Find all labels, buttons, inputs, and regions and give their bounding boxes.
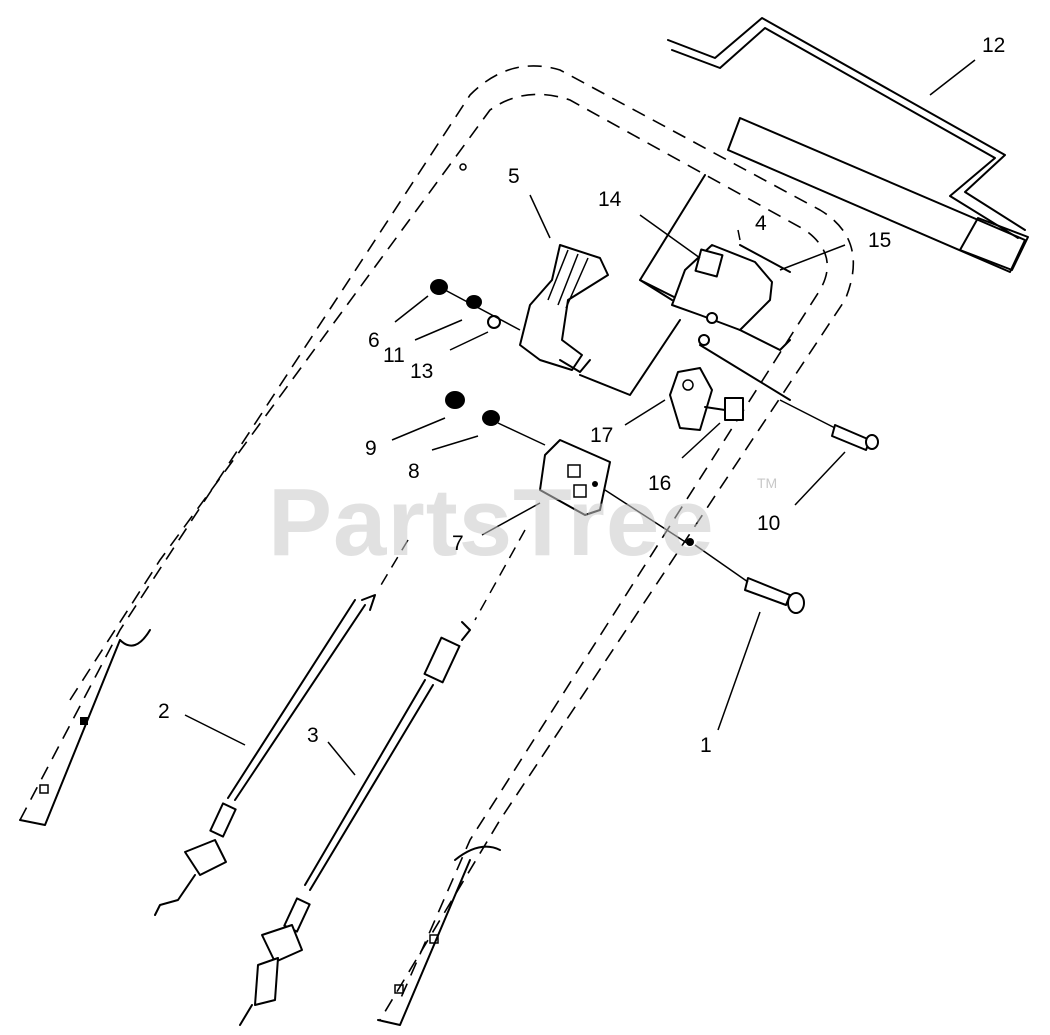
throttle-lever [519,244,681,396]
callout-1: 1 [700,734,712,757]
callout-15: 15 [868,229,891,252]
carriage-bolt [686,538,805,614]
callout-labels: 1 2 3 4 5 6 7 8 9 10 11 12 13 14 15 16 1… [158,34,1005,757]
leader-lines [184,59,976,776]
lever-hardware [430,279,521,331]
callout-17: 17 [590,424,613,447]
callout-8: 8 [408,460,420,483]
callout-11: 11 [383,344,405,367]
callout-7: 7 [452,532,464,555]
cam-link [669,367,744,431]
throttle-cable [154,539,409,916]
watermark: PartsTree TM [268,469,777,576]
callout-16: 16 [648,472,671,495]
callout-3: 3 [307,724,319,747]
callout-9: 9 [365,437,377,460]
cable-clamp [539,439,691,546]
callout-4: 4 [755,212,767,235]
callout-10: 10 [757,512,780,535]
bolt-upper [779,399,879,451]
callout-6: 6 [368,329,380,352]
watermark-trademark: TM [757,475,777,491]
watermark-text: PartsTree [268,469,715,576]
brake-cable [239,529,526,1026]
upper-handle-frame [19,65,855,1026]
callout-13: 13 [410,360,433,383]
bail-rod [667,17,1029,271]
callout-5: 5 [508,165,520,188]
callout-2: 2 [158,700,170,723]
clamp-hardware [445,391,546,446]
callout-14: 14 [598,188,622,211]
control-bracket [671,244,791,401]
callout-12: 12 [982,34,1005,57]
